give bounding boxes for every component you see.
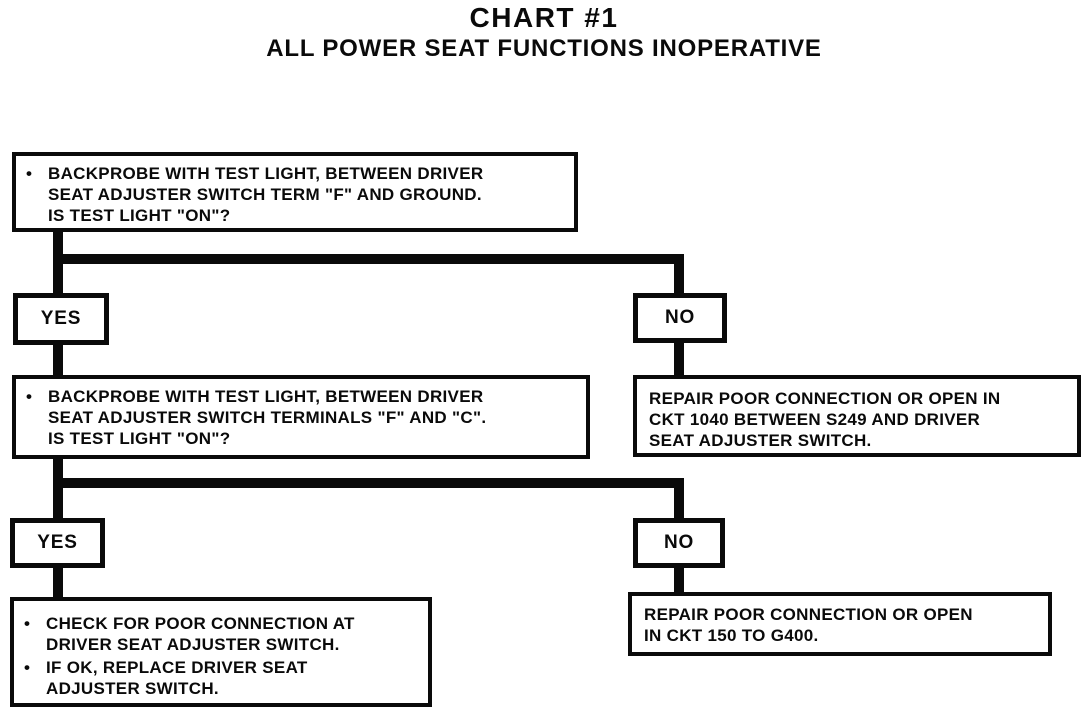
- step2-text: BACKPROBE WITH TEST LIGHT, BETWEEN DRIVE…: [48, 387, 487, 448]
- connector-yes2-to-action: [53, 565, 63, 600]
- chart-header: CHART #1 ALL POWER SEAT FUNCTIONS INOPER…: [0, 2, 1088, 62]
- yes1-label: YES: [40, 308, 82, 329]
- no1-box: NO: [633, 293, 727, 343]
- action-bullet-1: CHECK FOR POOR CONNECTION AT DRIVER SEAT…: [46, 614, 355, 654]
- no2-label: NO: [663, 532, 695, 553]
- connector-branch1-to-no1: [674, 254, 684, 296]
- repair-ckt150-box: REPAIR POOR CONNECTION OR OPEN IN CKT 15…: [628, 592, 1052, 656]
- connector-branch2-to-no2: [674, 478, 684, 521]
- connector-branch1-horizontal: [53, 254, 684, 264]
- repair-ckt1040-box: REPAIR POOR CONNECTION OR OPEN IN CKT 10…: [633, 375, 1081, 457]
- chart-subtitle: ALL POWER SEAT FUNCTIONS INOPERATIVE: [266, 34, 822, 62]
- connector-no1-to-repair1: [674, 340, 684, 378]
- bullet-icon: •: [24, 658, 31, 677]
- bullet-icon: •: [26, 387, 33, 406]
- yes2-label: YES: [37, 532, 78, 553]
- repair-ckt1040-text: REPAIR POOR CONNECTION OR OPEN IN CKT 10…: [649, 389, 1001, 450]
- yes1-box: YES: [13, 293, 109, 345]
- action-box: • CHECK FOR POOR CONNECTION AT DRIVER SE…: [10, 597, 432, 707]
- step1-text: BACKPROBE WITH TEST LIGHT, BETWEEN DRIVE…: [48, 164, 484, 225]
- connector-branch2-horizontal: [53, 478, 684, 488]
- connector-yes1-to-step2: [53, 342, 63, 378]
- repair-ckt150-text: REPAIR POOR CONNECTION OR OPEN IN CKT 15…: [644, 605, 973, 645]
- no1-label: NO: [664, 307, 696, 328]
- step2-box: • BACKPROBE WITH TEST LIGHT, BETWEEN DRI…: [12, 375, 590, 459]
- no2-box: NO: [633, 518, 725, 568]
- bullet-icon: •: [24, 614, 31, 633]
- connector-step2-to-yes2: [53, 456, 63, 521]
- action-bullet-2: IF OK, REPLACE DRIVER SEAT ADJUSTER SWIT…: [46, 658, 308, 698]
- bullet-icon: •: [26, 164, 33, 183]
- yes2-box: YES: [10, 518, 105, 568]
- connector-no2-to-repair2: [674, 565, 684, 595]
- chart-title: CHART #1: [469, 2, 619, 33]
- step1-box: • BACKPROBE WITH TEST LIGHT, BETWEEN DRI…: [12, 152, 578, 232]
